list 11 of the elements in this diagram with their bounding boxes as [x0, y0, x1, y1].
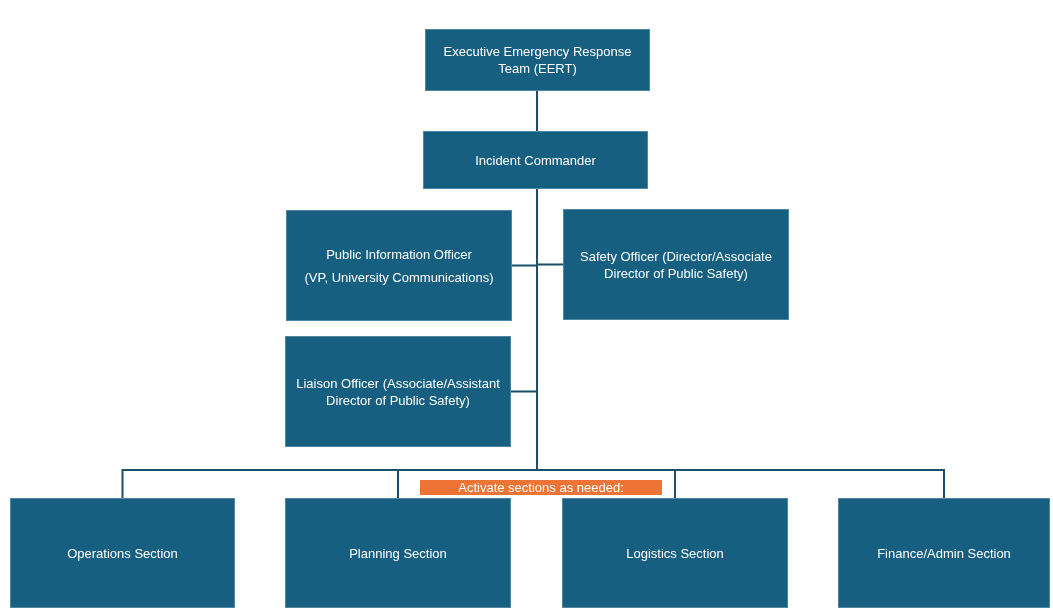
officer-box: Public Information Officer (VP, University Communications) — [286, 210, 512, 321]
section-box: Planning Section — [285, 498, 511, 608]
section-box: Logistics Section — [562, 498, 788, 608]
section-box: Finance/Admin Section — [838, 498, 1050, 608]
section-box: Operations Section — [10, 498, 235, 608]
officer-box: Safety Officer (Director/Associate Director of Public Safety) — [563, 209, 789, 320]
command-box: Incident Commander — [423, 131, 648, 189]
officer-box: Liaison Officer (Associate/Assistant Director of Public Safety) — [285, 336, 511, 447]
command-box: Executive Emergency Response Team (EERT) — [425, 29, 650, 91]
connector-line — [536, 90, 538, 132]
note-label: Activate sections as needed: — [420, 480, 662, 495]
